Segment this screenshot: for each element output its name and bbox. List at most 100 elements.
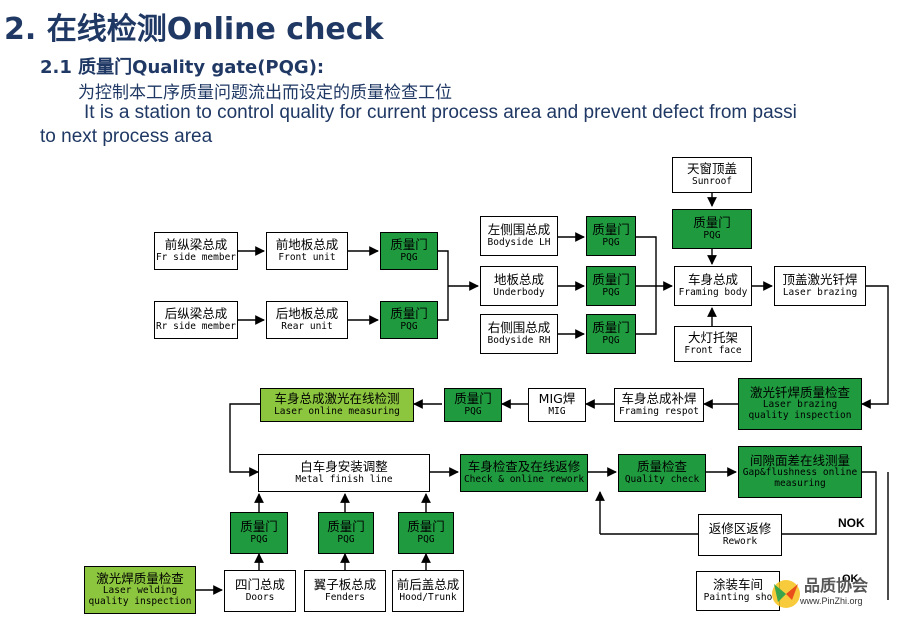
laser-measuring-label-zh: 车身总成激光在线检测: [274, 391, 400, 407]
underbody-label-en: Underbody: [493, 286, 545, 298]
underbody-label-zh: 地板总成: [493, 272, 544, 288]
pinwheel-icon: [772, 580, 800, 608]
fr-side-member-box: 前纵梁总成 Fr side member: [154, 232, 238, 270]
front-unit-box: 前地板总成 Front unit: [266, 232, 348, 270]
pqg-label-en: PQG: [602, 286, 620, 298]
laser-welding-quality-inspection-box: 激光焊质量检查 Laser welding quality inspection: [84, 566, 196, 614]
mig-box: MIG焊 MIG: [528, 388, 586, 422]
quality-check-box: 质量检查 Quality check: [618, 454, 706, 492]
laser-brazing-label-zh: 顶盖激光钎焊: [782, 272, 858, 288]
check-online-rework-box: 车身检查及在线返修 Check & online rework: [460, 454, 588, 492]
sunroof-box: 天窗顶盖 Sunroof: [672, 157, 752, 193]
bodyside-lh-label-zh: 左侧围总成: [487, 222, 551, 238]
pqg-label-en: PQG: [417, 533, 435, 545]
rework-label-zh: 返修区返修: [708, 521, 772, 537]
brazing-qi-label-en2: quality inspection: [748, 410, 852, 422]
check-rework-label-zh: 车身检查及在线返修: [467, 459, 581, 475]
watermark-logo: 品质协会 www.PinZhi.org: [768, 570, 894, 614]
gap-flushness-measuring-box: 间隙面差在线测量 Gap&flushness online measuring: [738, 446, 862, 498]
gap-flush-label-en: Gap&flushness online: [742, 467, 858, 479]
framing-body-label-zh: 车身总成: [687, 272, 738, 288]
pqg-label-zh: 质量门: [693, 215, 731, 231]
rear-unit-label-zh: 后地板总成: [275, 306, 339, 322]
description-zh: 为控制本工序质量问题流出而设定的质量检查工位: [78, 83, 452, 103]
page-title: 2. 在线检测Online check: [4, 12, 384, 47]
doors-label-en: Doors: [245, 591, 275, 603]
welding-qi-label-en2: quality inspection: [88, 596, 192, 608]
pqg-label-en: PQG: [602, 236, 620, 248]
hood-trunk-box: 前后盖总成 Hood/Trunk: [392, 570, 464, 612]
laser-brazing-box: 顶盖激光钎焊 Laser brazing: [774, 266, 866, 306]
brazing-quality-inspection-box: 激光钎焊质量检查 Laser brazing quality inspectio…: [738, 378, 862, 430]
framing-respot-label-zh: 车身总成补焊: [621, 391, 697, 407]
pqg-fenders-box: 质量门 PQG: [318, 512, 374, 554]
ok-label: OK: [842, 573, 859, 585]
pqg-label-en: PQG: [337, 533, 355, 545]
metal-finish-label-zh: 白车身安装调整: [300, 459, 388, 475]
section-subtitle: 2.1 质量门Quality gate(PQG):: [40, 57, 325, 78]
doors-box: 四门总成 Doors: [224, 570, 296, 612]
watermark-text: 品质协会: [804, 576, 869, 595]
pqg-label-zh: 质量门: [592, 320, 630, 336]
fenders-label-en: Fenders: [324, 591, 366, 603]
rr-side-label-zh: 后纵梁总成: [164, 306, 228, 322]
hood-label-zh: 前后盖总成: [396, 577, 460, 593]
watermark-url: www.PinZhi.org: [800, 596, 863, 606]
mig-label-zh: MIG焊: [538, 391, 576, 407]
pqg-label-en: PQG: [703, 229, 721, 241]
pqg-label-zh: 质量门: [390, 237, 428, 253]
pqg-label-zh: 质量门: [592, 222, 630, 238]
nok-label: NOK: [838, 516, 865, 530]
pqg-label-en: PQG: [464, 405, 482, 417]
pqg-doors-box: 质量门 PQG: [230, 512, 288, 554]
sunroof-label-zh: 天窗顶盖: [686, 161, 737, 177]
quality-check-label-zh: 质量检查: [636, 459, 687, 475]
fr-side-label-en: Fr side member: [155, 251, 237, 263]
quality-check-label-en: Quality check: [624, 473, 700, 485]
bodyside-lh-label-en: Bodyside LH: [487, 236, 551, 248]
fr-side-label-zh: 前纵梁总成: [164, 237, 228, 253]
rework-label-en: Rework: [722, 535, 758, 547]
bodyside-rh-label-en: Bodyside RH: [487, 334, 551, 346]
pqg-label-zh: 质量门: [592, 272, 630, 288]
fenders-box: 翼子板总成 Fenders: [304, 570, 386, 612]
hood-label-en: Hood/Trunk: [399, 591, 457, 603]
painting-shop-label-en: Painting sho: [703, 591, 773, 603]
pqg-rh-box: 质量门 PQG: [586, 314, 636, 354]
doors-label-zh: 四门总成: [234, 577, 285, 593]
gap-flush-label-zh: 间隙面差在线测量: [749, 452, 850, 468]
fenders-label-zh: 翼子板总成: [313, 577, 377, 593]
framing-respot-box: 车身总成补焊 Framing respot: [614, 388, 704, 422]
rear-unit-label-en: Rear unit: [281, 320, 333, 332]
metal-finish-label-en: Metal finish line: [295, 473, 393, 485]
underbody-box: 地板总成 Underbody: [480, 266, 558, 306]
description-en-line1: It is a station to control quality for c…: [84, 102, 797, 123]
laser-brazing-label-en: Laser brazing: [782, 286, 858, 298]
metal-finish-line-box: 白车身安装调整 Metal finish line: [258, 454, 430, 492]
front-face-label-en: Front face: [684, 344, 742, 356]
pqg-front-box: 质量门 PQG: [380, 232, 438, 270]
welding-qi-label-en: Laser welding: [102, 585, 178, 597]
pqg-hood-box: 质量门 PQG: [398, 512, 454, 554]
mig-label-en: MIG: [548, 405, 566, 417]
description-en-line2: to next process area: [40, 126, 213, 147]
check-rework-label-en: Check & online rework: [463, 473, 585, 485]
pqg-label-zh: 质量门: [454, 391, 492, 407]
rework-box: 返修区返修 Rework: [698, 514, 782, 556]
pqg-sunroof-box: 质量门 PQG: [672, 209, 752, 249]
laser-online-measuring-box: 车身总成激光在线检测 Laser online measuring: [260, 388, 414, 422]
brazing-qi-label-en: Laser brazing: [762, 399, 838, 411]
laser-measuring-label-en: Laser online measuring: [274, 405, 400, 417]
bodyside-rh-box: 右侧围总成 Bodyside RH: [480, 314, 558, 354]
pqg-label-zh: 质量门: [390, 306, 428, 322]
rear-unit-box: 后地板总成 Rear unit: [266, 301, 348, 339]
front-unit-label-en: Front unit: [278, 251, 336, 263]
brazing-qi-label-zh: 激光钎焊质量检查: [749, 384, 850, 400]
pqg-lh-box: 质量门 PQG: [586, 216, 636, 256]
pqg-label-en: PQG: [400, 251, 418, 263]
front-face-label-zh: 大灯托架: [687, 330, 738, 346]
pqg-mig-box: 质量门 PQG: [444, 388, 502, 422]
bodyside-rh-label-zh: 右侧围总成: [487, 320, 551, 336]
rr-side-member-box: 后纵梁总成 Rr side member: [154, 301, 238, 339]
